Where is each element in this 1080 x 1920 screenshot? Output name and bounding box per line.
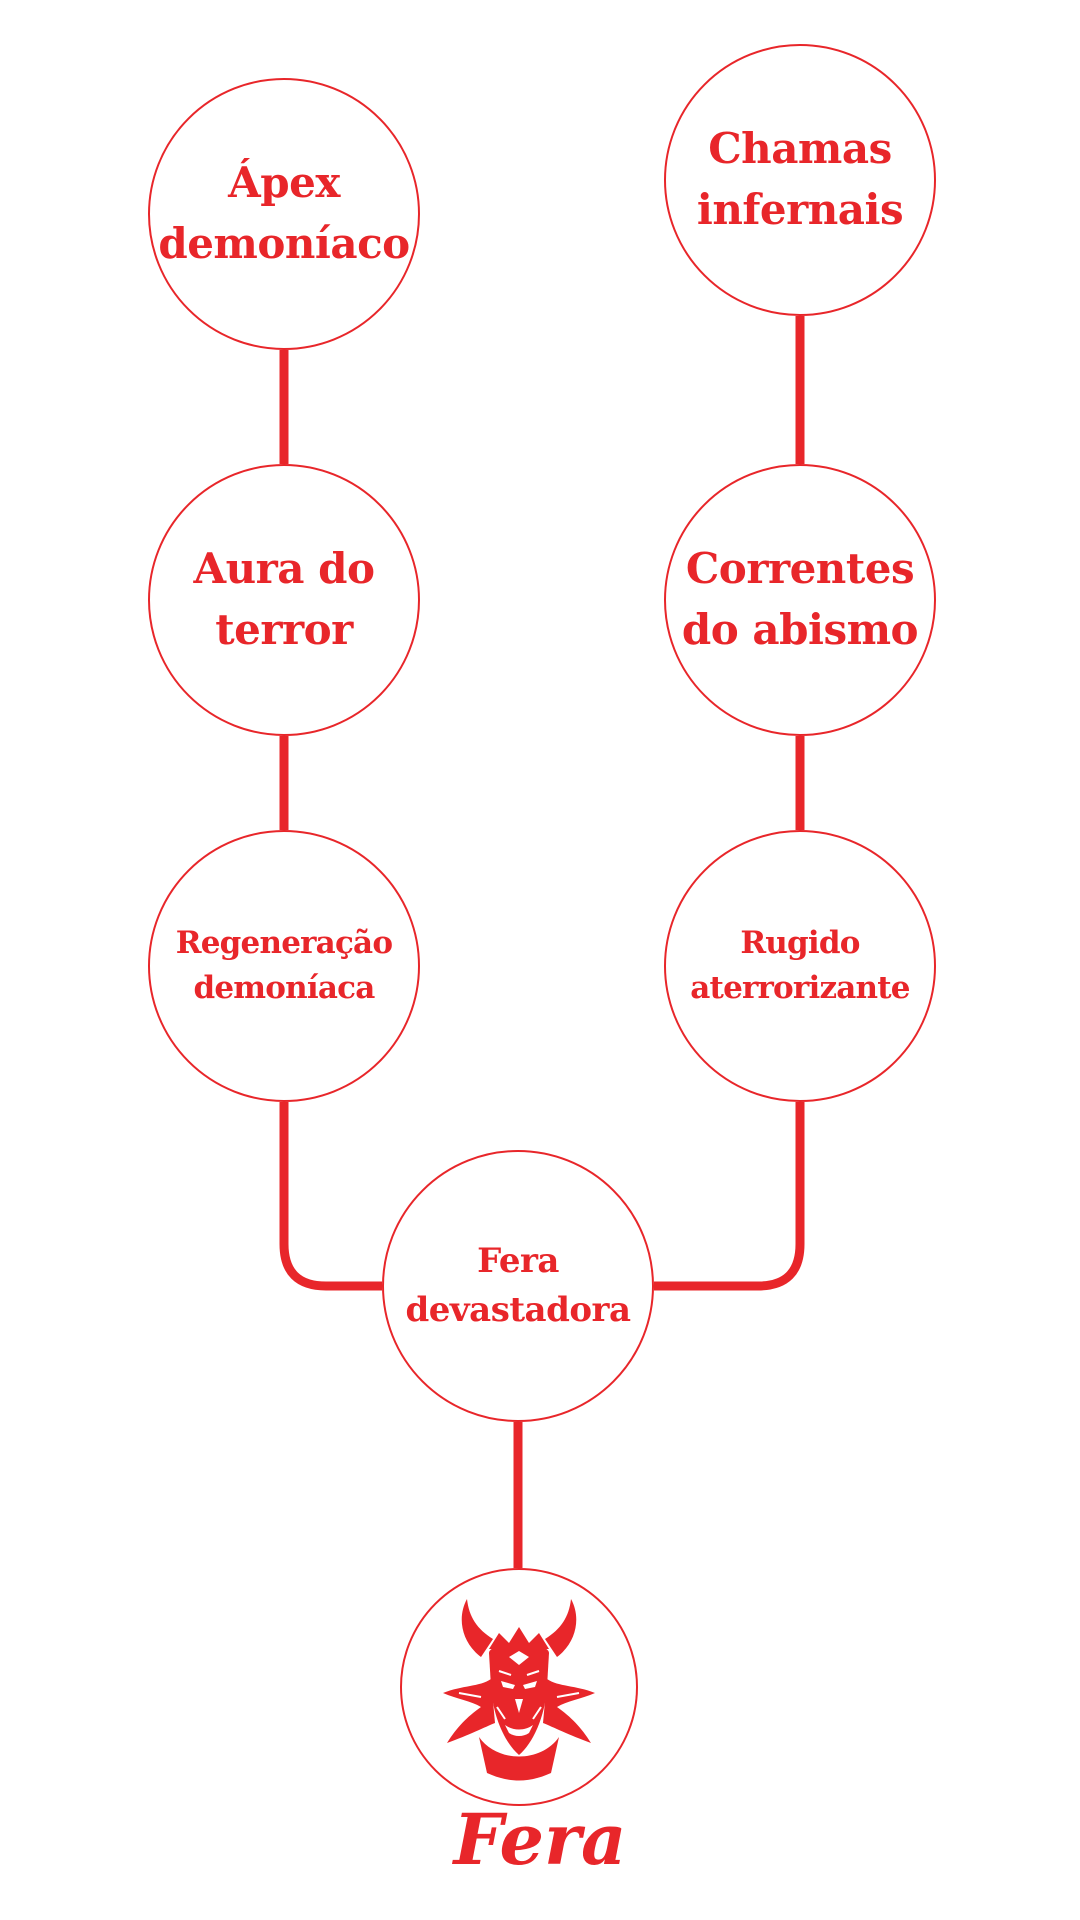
skill-label-aura-do-terror: Aura do terror [193,544,375,654]
skill-label-chamas-infernais: Chamas infernais [696,124,904,234]
skill-root-node[interactable] [400,1568,638,1806]
skill-node-rugido-aterrorizante[interactable]: Rugido aterrorizante [664,830,936,1102]
skill-node-correntes-do-abismo[interactable]: Correntes do abismo [664,464,936,736]
skill-node-aura-do-terror[interactable]: Aura do terror [148,464,420,736]
skill-label-apex-demoniaco: Ápex demoníaco [158,158,410,268]
skill-node-regeneracao-demoniaca[interactable]: Regeneração demoníaca [148,830,420,1102]
skill-node-chamas-infernais[interactable]: Chamas infernais [664,44,936,316]
skill-node-fera-devastadora[interactable]: Fera devastadora [382,1150,654,1422]
skill-label-correntes-do-abismo: Correntes do abismo [681,544,919,654]
demon-head-icon [443,1599,595,1781]
skill-label-rugido-aterrorizante: Rugido aterrorizante [690,925,910,1006]
skill-label-fera-devastadora: Fera devastadora [405,1240,631,1330]
root-title: Fera [453,1798,627,1881]
skill-node-apex-demoniaco[interactable]: Ápex demoníaco [148,78,420,350]
connector-rugido-fera [654,1102,805,1291]
connector-regeneracao-fera [279,1102,382,1291]
skill-label-regeneracao-demoniaca: Regeneração demoníaca [175,925,393,1006]
